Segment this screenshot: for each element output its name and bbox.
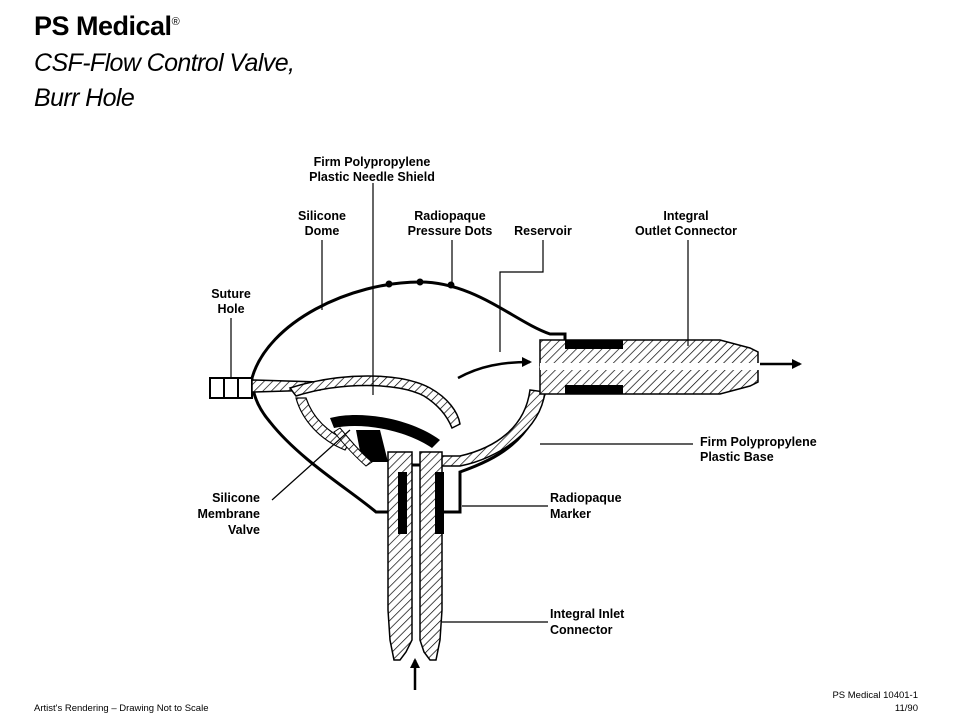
label-membrane-1: Silicone [212, 491, 260, 505]
label-suture-2: Hole [217, 302, 244, 316]
footer-part-number: PS Medical 10401-1 [832, 690, 918, 701]
label-membrane-2: Membrane [197, 507, 260, 521]
inlet-marker-right [435, 472, 444, 534]
label-suture-1: Suture [211, 287, 251, 301]
label-needle-shield-1: Firm Polypropylene [314, 155, 431, 169]
pressure-dot-1 [385, 280, 393, 288]
label-inlet-2: Connector [550, 623, 613, 637]
pressure-dot-3 [447, 281, 455, 289]
label-base-1: Firm Polypropylene [700, 435, 817, 449]
subtitle-line-2: Burr Hole [34, 84, 135, 112]
label-needle-shield-2: Plastic Needle Shield [309, 170, 435, 184]
subtitle-line-1: CSF-Flow Control Valve, [34, 49, 295, 77]
brand-title: PS Medical® [34, 11, 180, 42]
label-outlet-2: Outlet Connector [635, 224, 737, 238]
label-marker-2: Marker [550, 507, 591, 521]
outlet-marker-bottom [565, 385, 623, 394]
footer-note: Artist's Rendering – Drawing Not to Scal… [34, 703, 209, 714]
footer-date: 11/90 [894, 703, 918, 714]
flow-arrow-reservoir [457, 357, 532, 380]
label-pressure-dots-1: Radiopaque [414, 209, 486, 223]
registered-mark: ® [171, 16, 180, 28]
label-pressure-dots-2: Pressure Dots [408, 224, 493, 238]
label-inlet-1: Integral Inlet [550, 607, 625, 621]
label-base-2: Plastic Base [700, 450, 774, 464]
brand-name: PS Medical [34, 11, 172, 41]
outlet-marker-top [565, 340, 623, 349]
membrane-valve [330, 414, 440, 448]
label-dome-1: Silicone [298, 209, 346, 223]
label-membrane-3: Valve [228, 523, 260, 537]
label-reservoir: Reservoir [514, 224, 572, 238]
label-dome-2: Dome [305, 224, 340, 238]
plastic-base [439, 389, 546, 467]
label-marker-1: Radiopaque [550, 491, 622, 505]
suture-hole [209, 377, 253, 399]
pressure-dot-2 [416, 278, 424, 286]
label-outlet-1: Integral [663, 209, 708, 223]
inlet-marker-left [398, 472, 407, 534]
leader-lines [230, 183, 693, 623]
